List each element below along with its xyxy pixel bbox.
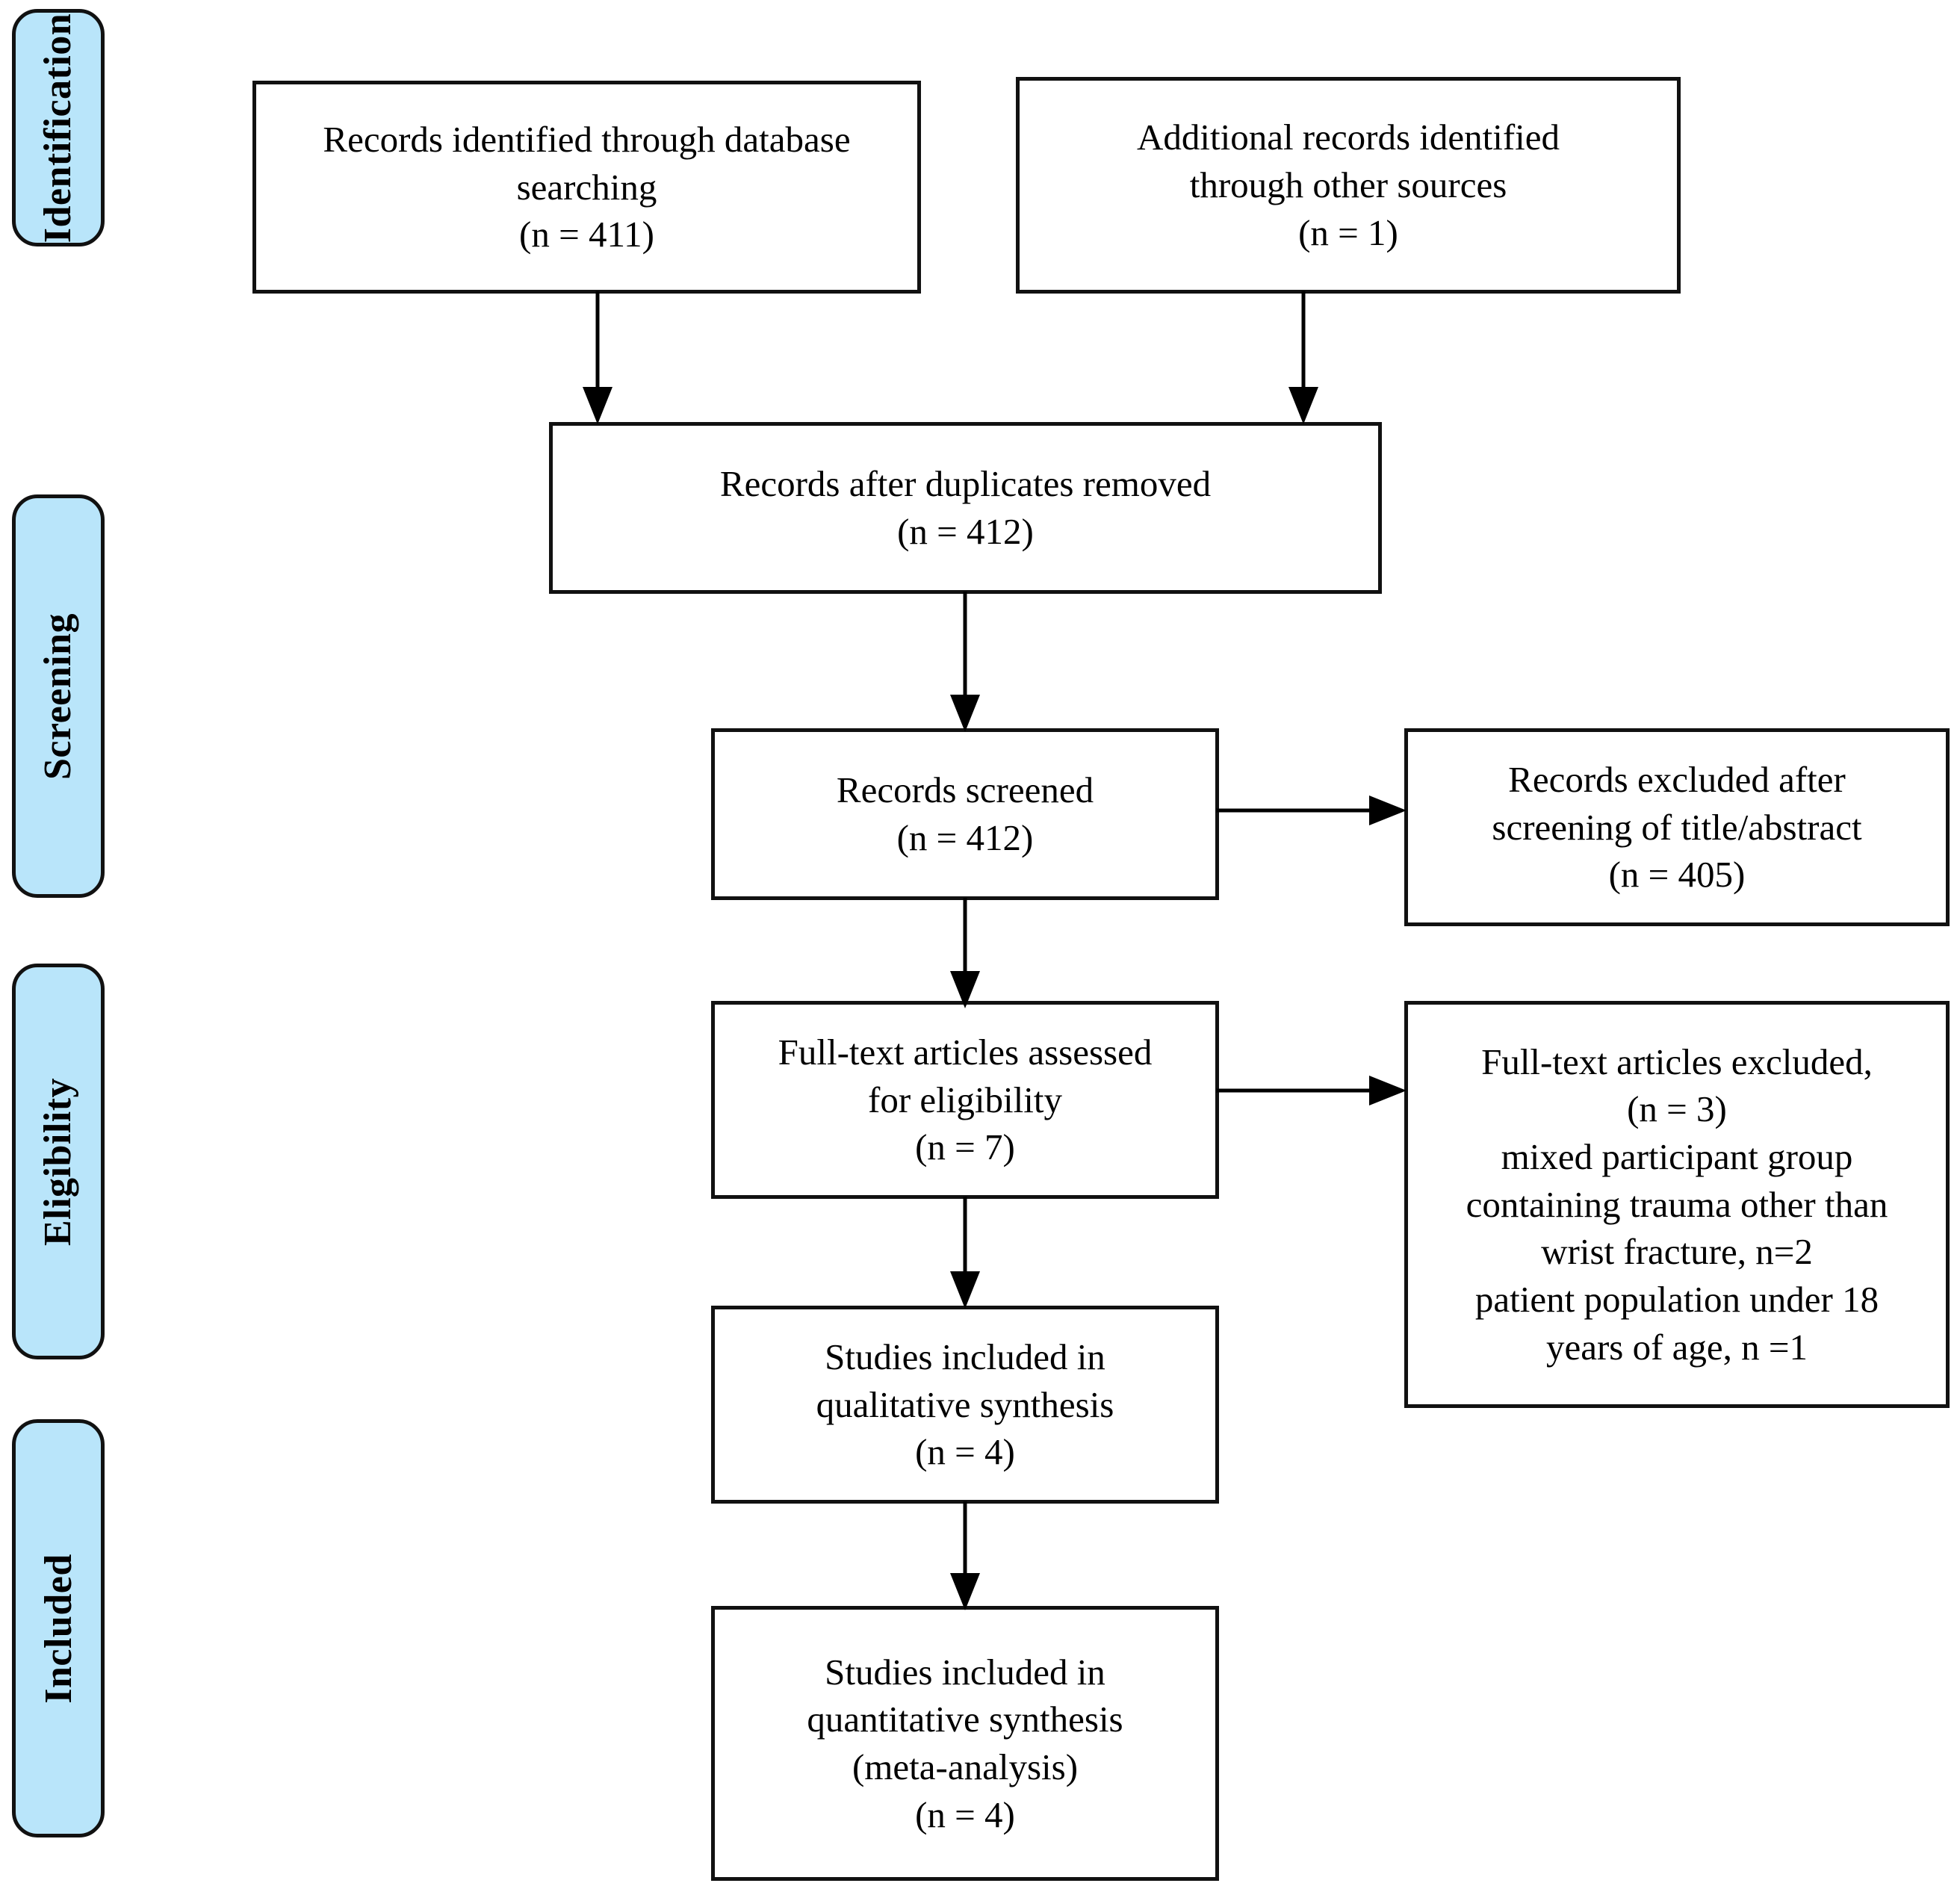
box-additional-records-other-sources: Additional records identified through ot… <box>1016 77 1681 294</box>
connector-other-to-dedup <box>1288 291 1318 424</box>
connector-qualitative-to-quantitative <box>950 1501 980 1610</box>
box-records-after-duplicates-removed: Records after duplicates removed (n = 41… <box>549 422 1382 594</box>
stage-tab-included: Included <box>12 1419 105 1837</box>
connector-screened-to-fulltext <box>950 898 980 1008</box>
stage-tab-identification: Identification <box>12 9 105 246</box>
box-records-screened: Records screened (n = 412) <box>711 728 1219 900</box>
box-text-qualitative-synthesis: Studies included in qualitative synthesi… <box>816 1336 1114 1473</box>
box-text-records-screened: Records screened (n = 412) <box>836 769 1094 858</box>
box-quantitative-synthesis: Studies included in quantitative synthes… <box>711 1606 1219 1881</box>
box-text-records-excluded: Records excluded after screening of titl… <box>1492 758 1862 896</box>
box-records-excluded: Records excluded after screening of titl… <box>1404 728 1950 926</box>
connector-db-to-dedup <box>583 291 612 424</box>
box-text-additional-records-other-sources: Additional records identified through ot… <box>1136 117 1560 253</box>
box-qualitative-synthesis: Studies included in qualitative synthesi… <box>711 1306 1219 1504</box>
connector-screened-to-excluded <box>1216 795 1407 825</box>
stage-tab-eligibility: Eligibility <box>12 964 105 1359</box>
box-records-identified-database: Records identified through database sear… <box>252 81 921 294</box>
stage-label-identification: Identification <box>37 13 80 243</box>
box-text-fulltext-excluded: Full-text articles excluded, (n = 3) mix… <box>1466 1040 1888 1368</box>
box-text-records-identified-database: Records identified through database sear… <box>323 118 851 255</box>
connector-dedup-to-screened <box>950 592 980 732</box>
box-fulltext-excluded: Full-text articles excluded, (n = 3) mix… <box>1404 1001 1950 1408</box>
box-text-quantitative-synthesis: Studies included in quantitative synthes… <box>807 1651 1123 1835</box>
connector-fulltext-to-qualitative <box>950 1197 980 1309</box>
stage-label-included: Included <box>37 1553 80 1704</box>
box-text-fulltext-assessed: Full-text articles assessed for eligibil… <box>778 1031 1153 1168</box>
box-fulltext-assessed: Full-text articles assessed for eligibil… <box>711 1001 1219 1199</box>
box-text-records-after-duplicates-removed: Records after duplicates removed (n = 41… <box>719 463 1212 552</box>
connector-fulltext-to-excluded <box>1216 1076 1407 1105</box>
stage-tab-screening: Screening <box>12 494 105 898</box>
stage-label-screening: Screening <box>37 612 80 780</box>
stage-label-eligibility: Eligibility <box>37 1077 80 1246</box>
